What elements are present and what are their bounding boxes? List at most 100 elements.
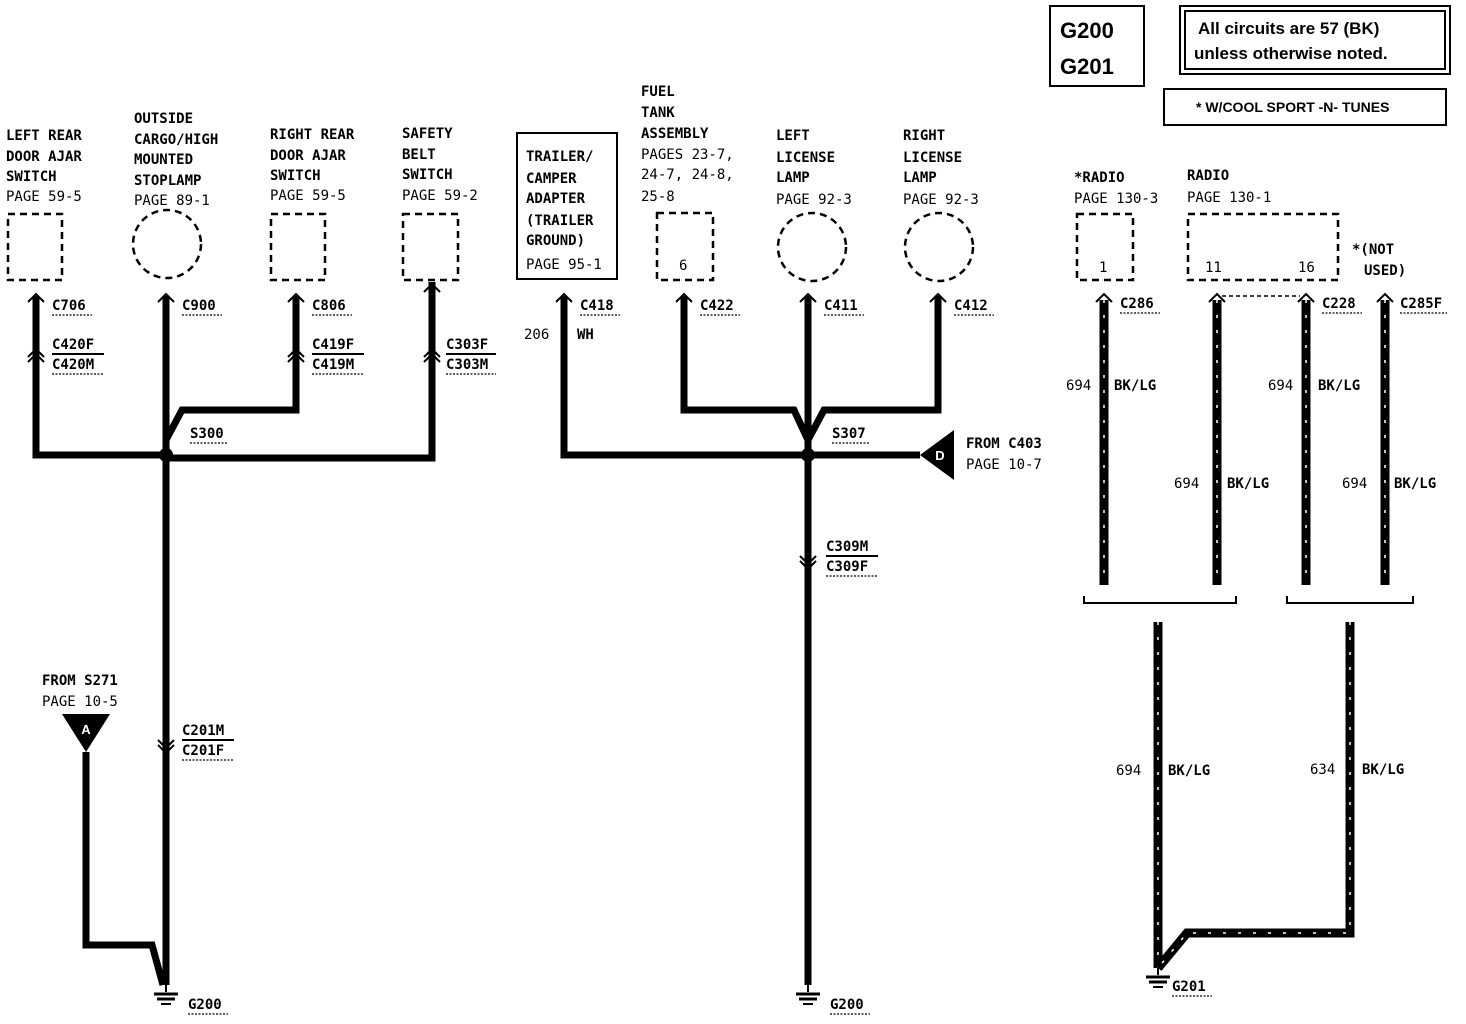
- connector-c422: C422: [700, 298, 734, 314]
- connector-chevron: [799, 292, 817, 303]
- wire-circuit: 694: [1268, 378, 1293, 394]
- connector-c309m: C309M: [826, 539, 868, 555]
- connector-chevron: [555, 292, 573, 303]
- wire-color: BK/LG: [1394, 476, 1436, 492]
- ground-g200-left: G200: [154, 985, 228, 1015]
- connector-c303f: C303F: [446, 337, 488, 353]
- component-label: CAMPER: [526, 171, 577, 187]
- from-s271-reference: FROM S271 PAGE 10-5 A: [42, 673, 118, 752]
- connector-c420f: C420F: [52, 337, 94, 353]
- trailer-adapter: TRAILER/ CAMPER ADAPTER (TRAILER GROUND)…: [516, 132, 618, 280]
- component-label: STOPLAMP: [134, 173, 201, 189]
- connector-chevron: [1376, 292, 1394, 303]
- page-reference: PAGE 10-7: [966, 457, 1042, 473]
- safety-belt-switch: SAFETY BELT SWITCH PAGE 59-2: [401, 126, 478, 282]
- connector-c303m: C303M: [446, 357, 488, 373]
- connector-c419f: C419F: [312, 337, 354, 353]
- lamp-symbol: [903, 211, 975, 283]
- middle-wiring: [560, 296, 942, 985]
- component-label: USED): [1364, 263, 1406, 279]
- reference-label: FROM S271: [42, 673, 118, 689]
- marker-d-triangle: [920, 430, 954, 480]
- page-reference: PAGE 10-5: [42, 694, 118, 710]
- fuel-tank-assembly: FUEL TANK ASSEMBLY PAGES 23-7, 24-7, 24-…: [641, 84, 734, 282]
- right-wiring: [1083, 295, 1414, 971]
- radio-optional: *RADIO PAGE 130-3 1: [1074, 170, 1158, 282]
- connector-chevron: [675, 292, 693, 303]
- pin-number: 11: [1205, 260, 1222, 276]
- component-label: RIGHT: [903, 128, 945, 144]
- connector-chevron: [799, 560, 817, 571]
- wire-circuit: 694: [1342, 476, 1367, 492]
- page-reference: PAGE 59-2: [402, 188, 478, 204]
- page-reference: PAGE 59-5: [6, 189, 82, 205]
- wire: [680, 296, 812, 442]
- page-reference: PAGE 95-1: [526, 257, 602, 273]
- connector-c706: C706: [52, 298, 86, 314]
- component-label: FUEL: [641, 84, 675, 100]
- from-c403-reference: D FROM C403 PAGE 10-7: [920, 430, 1042, 480]
- connector-c900: C900: [182, 298, 216, 314]
- wire-color: BK/LG: [1227, 476, 1269, 492]
- wire-color-wh: WH: [577, 327, 594, 343]
- component-label: SWITCH: [402, 167, 453, 183]
- wire-circuit: 694: [1174, 476, 1199, 492]
- connector-c309f: C309F: [826, 559, 868, 575]
- component-label: TRAILER/: [526, 149, 593, 165]
- connector-chevron: [287, 292, 305, 303]
- ground-g201-label: G201: [1172, 979, 1206, 995]
- connector-chevron: [1208, 292, 1226, 303]
- component-label: RIGHT REAR: [270, 127, 355, 143]
- header-g200: G200: [1060, 18, 1114, 43]
- ground-g200-middle: G200: [796, 985, 870, 1015]
- component-label: (TRAILER: [526, 213, 594, 229]
- page-reference: PAGE 89-1: [134, 193, 210, 209]
- wire: [1154, 622, 1355, 971]
- connector-chevron: [157, 739, 175, 750]
- page-reference: 25-8: [641, 189, 675, 205]
- component-label: MOUNTED: [134, 152, 193, 168]
- ground-g200-label: G200: [830, 997, 864, 1013]
- connector-c411: C411: [824, 298, 858, 314]
- reference-label: FROM C403: [966, 436, 1042, 452]
- connector-labels-middle: C418 C422 C411 C412 206 WH S307 C309M C3…: [524, 298, 994, 577]
- page-reference: PAGE 59-5: [270, 188, 346, 204]
- component-label: CARGO/HIGH: [134, 132, 218, 148]
- left-license-lamp: LEFT LICENSE LAMP PAGE 92-3: [776, 128, 852, 283]
- connector-chevron: [423, 282, 441, 293]
- splice-bracket: [1083, 596, 1237, 604]
- page-reference: PAGE 92-3: [776, 192, 852, 208]
- wire-color: BK/LG: [1168, 763, 1210, 779]
- connector-c806: C806: [312, 298, 346, 314]
- wire-color: BK/LG: [1114, 378, 1156, 394]
- component-label: SWITCH: [270, 168, 321, 184]
- wire-color: BK/LG: [1318, 378, 1360, 394]
- radio-symbol: [1186, 212, 1340, 282]
- ground-id-box: G200 G201: [1049, 5, 1145, 87]
- connector-c285f: C285F: [1400, 296, 1442, 312]
- connector-chevron: [423, 347, 441, 358]
- component-label: LEFT REAR: [6, 128, 82, 144]
- switch-symbol: [401, 212, 460, 282]
- connector-chevron: [799, 555, 817, 566]
- splice-s300: S300: [190, 426, 224, 442]
- connector-chevron: [157, 744, 175, 755]
- wire-circuit: 694: [1066, 378, 1091, 394]
- circuit-note-box: All circuits are 57 (BK) unless otherwis…: [1179, 5, 1451, 75]
- connector-c419m: C419M: [312, 357, 354, 373]
- connector-c201m: C201M: [182, 723, 224, 739]
- connector-chevron: [157, 292, 175, 303]
- header-g201: G201: [1060, 54, 1114, 79]
- right-rear-door-switch: RIGHT REAR DOOR AJAR SWITCH PAGE 59-5: [269, 127, 355, 282]
- component-label: LAMP: [903, 170, 937, 186]
- component-label: LAMP: [776, 170, 810, 186]
- component-label: DOOR AJAR: [270, 148, 346, 164]
- left-rear-door-switch: LEFT REAR DOOR AJAR SWITCH PAGE 59-5: [6, 128, 82, 282]
- circuit-note-line2: unless otherwise noted.: [1194, 44, 1388, 63]
- pin-number: 16: [1298, 260, 1315, 276]
- marker-a-letter: A: [81, 722, 91, 737]
- page-reference: PAGE 130-1: [1187, 190, 1271, 206]
- component-label: ASSEMBLY: [641, 126, 709, 142]
- wire-circuit-206: 206: [524, 327, 549, 343]
- component-label: GROUND): [526, 233, 585, 249]
